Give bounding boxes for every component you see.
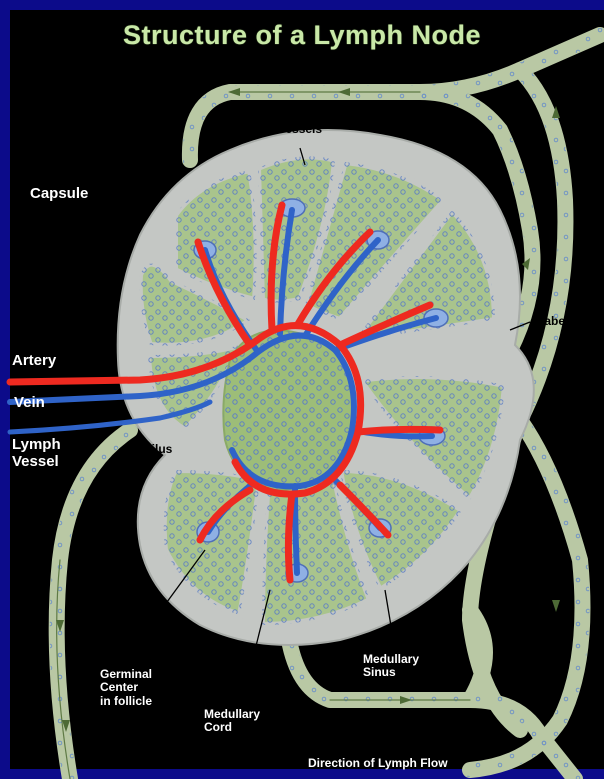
label-direction-of-lymph-flow: Direction of Lymph Flow (308, 757, 448, 770)
diagram-title: Structure of a Lymph Node (0, 20, 604, 50)
label-capsule: Capsule (30, 186, 88, 203)
label-vein: Vein (14, 395, 45, 412)
label-medullary-cord: Medullary Cord (204, 708, 260, 735)
label-lymph-vessel: Lymph Vessel (12, 437, 61, 471)
label-germinal-center: Germinal Center in follicle (100, 668, 152, 708)
label-medullary-sinus: Medullary Sinus (363, 653, 419, 680)
label-afferent-lymphatic-vessels: Afferent Lymphatic Vessels (278, 110, 387, 137)
label-artery: Artery (12, 353, 56, 370)
label-hilus: Hilus (143, 443, 172, 456)
label-trabecula: Trabecula (533, 315, 589, 328)
